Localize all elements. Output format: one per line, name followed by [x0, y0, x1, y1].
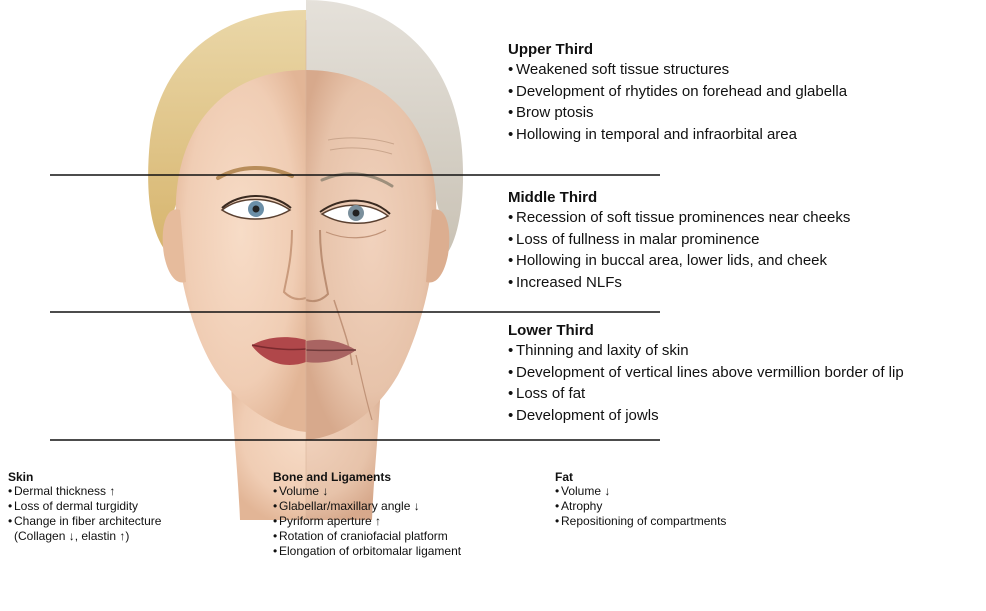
- list-item: •Dermal thickness ↑: [8, 484, 161, 499]
- list-item: •Recession of soft tissue prominences ne…: [508, 207, 850, 229]
- list-item: •Loss of fat: [508, 383, 904, 405]
- list-item: •Thinning and laxity of skin: [508, 340, 904, 362]
- list-item: •Volume ↓: [273, 484, 461, 499]
- list-item: •Increased NLFs: [508, 272, 850, 294]
- factor-bone-and-ligaments: Bone and Ligaments •Volume ↓ •Glabellar/…: [273, 470, 461, 559]
- list-item: •Repositioning of compartments: [555, 514, 726, 529]
- factor-title: Skin: [8, 470, 161, 484]
- list-item: •Rotation of craniofacial platform: [273, 529, 461, 544]
- factor-fat: Fat •Volume ↓ •Atrophy •Repositioning of…: [555, 470, 726, 529]
- list-item: •Atrophy: [555, 499, 726, 514]
- list-item: •Change in fiber architecture: [8, 514, 161, 529]
- list-item-continuation: (Collagen ↓, elastin ↑): [8, 529, 161, 544]
- factor-title: Fat: [555, 470, 726, 484]
- list-item: •Brow ptosis: [508, 102, 847, 124]
- list-item: •Development of rhytides on forehead and…: [508, 81, 847, 103]
- list-item: •Pyriform aperture ↑: [273, 514, 461, 529]
- list-item: •Development of vertical lines above ver…: [508, 362, 904, 384]
- list-item: •Loss of dermal turgidity: [8, 499, 161, 514]
- zone-title: Middle Third: [508, 189, 850, 207]
- zone-upper-third: Upper Third •Weakened soft tissue struct…: [508, 41, 847, 145]
- factor-skin: Skin •Dermal thickness ↑ •Loss of dermal…: [8, 470, 161, 544]
- zone-lower-third: Lower Third •Thinning and laxity of skin…: [508, 322, 904, 426]
- list-item: •Loss of fullness in malar prominence: [508, 229, 850, 251]
- list-item: •Elongation of orbitomalar ligament: [273, 544, 461, 559]
- list-item: •Hollowing in buccal area, lower lids, a…: [508, 250, 850, 272]
- factor-title: Bone and Ligaments: [273, 470, 461, 484]
- zone-title: Upper Third: [508, 41, 847, 59]
- list-item: •Glabellar/maxillary angle ↓: [273, 499, 461, 514]
- list-item: •Weakened soft tissue structures: [508, 59, 847, 81]
- list-item: •Hollowing in temporal and infraorbital …: [508, 124, 847, 146]
- list-item: •Volume ↓: [555, 484, 726, 499]
- list-item: •Development of jowls: [508, 405, 904, 427]
- zone-title: Lower Third: [508, 322, 904, 340]
- zone-middle-third: Middle Third •Recession of soft tissue p…: [508, 189, 850, 293]
